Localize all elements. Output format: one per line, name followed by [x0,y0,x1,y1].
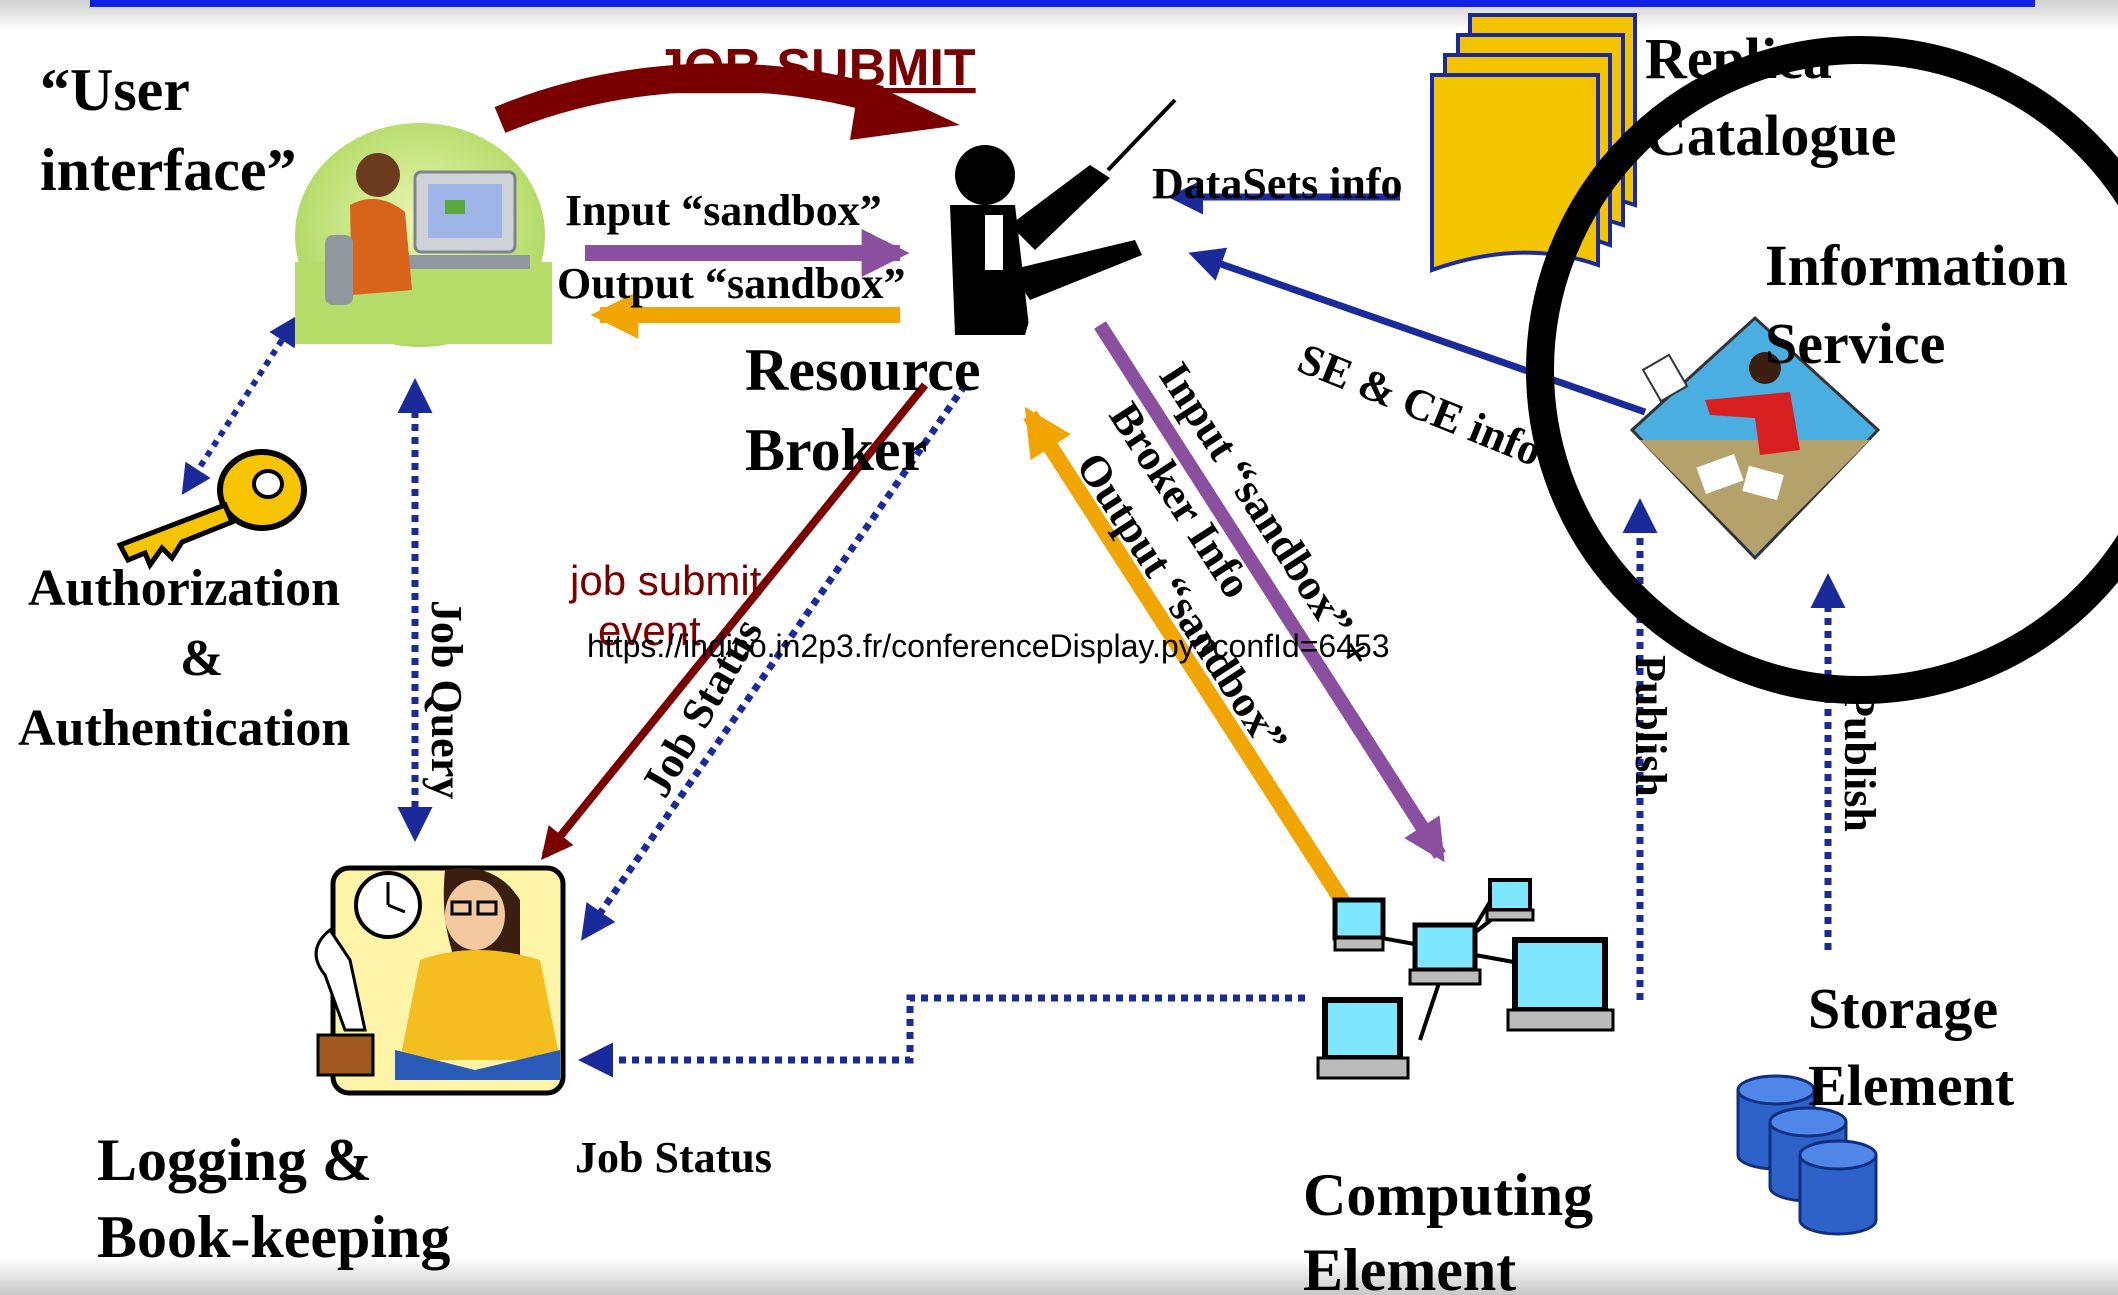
job-status-bottom-label: Job Status [575,1133,772,1182]
publish-ce-label: Publish [1626,655,1675,797]
se-ce-info-arrow [1188,247,1647,416]
authorization-label-2: & [180,630,223,687]
job-submit-arrow [494,63,960,140]
datasets-info-label: DataSets info [1152,159,1403,208]
job-submit-label: JOB SUBMIT [655,39,976,97]
information-service-icon [1629,315,1881,561]
resource-broker-label-1: Resource [745,337,981,403]
title-bar [90,0,2035,7]
documents-icon [1430,13,1637,273]
job-status-bottom-arrow [578,994,1305,1078]
input-sandbox-label: Input “sandbox” [565,186,882,235]
publish-se-label: Publish [1835,690,1884,832]
job-query-label: Job Query [422,600,471,799]
information-service-label-1: Information [1765,233,2068,298]
job-submit-event-arrow [540,382,929,860]
information-service-label-2: Service [1765,311,1945,376]
user-interface-label-2: interface” [40,137,297,203]
user-at-computer-icon [295,123,552,347]
auth-dotted-arrow [181,314,299,496]
key-icon [116,449,307,571]
highlight-circle [1526,36,2118,704]
output-sandbox-diagonal-arrow [1023,406,1352,910]
computing-element-label-2: Element [1303,1237,1516,1295]
se-ce-info-label: SE & CE info [1291,334,1549,476]
job-submit-event-label-1: job submit [568,557,762,604]
authorization-label-1: Authorization [28,560,340,617]
job-submit-event-label-2: event [598,607,701,654]
computer-network-icon [1316,878,1615,1080]
input-sandbox-broker-arrow [1094,321,1446,863]
conductor-icon [950,98,1177,335]
computing-element-label-1: Computing [1303,1162,1593,1228]
logging-label-2: Book-keeping [97,1204,450,1270]
user-interface-label-1: “User [40,57,190,123]
url-watermark: https://indico.in2p3.fr/conferenceDispla… [587,628,1390,664]
storage-element-label-2: Element [1808,1053,2015,1118]
authorization-label-3: Authentication [18,700,350,757]
bottom-shadow [0,1258,2118,1295]
storage-element-label-1: Storage [1808,976,1998,1041]
resource-broker-label-2: Broker [745,417,927,483]
output-sandbox-label: Output “sandbox” [557,259,905,308]
logging-label-1: Logging & [97,1127,372,1193]
database-cylinders-icon [1736,1074,1878,1236]
clerk-icon [314,865,566,1096]
